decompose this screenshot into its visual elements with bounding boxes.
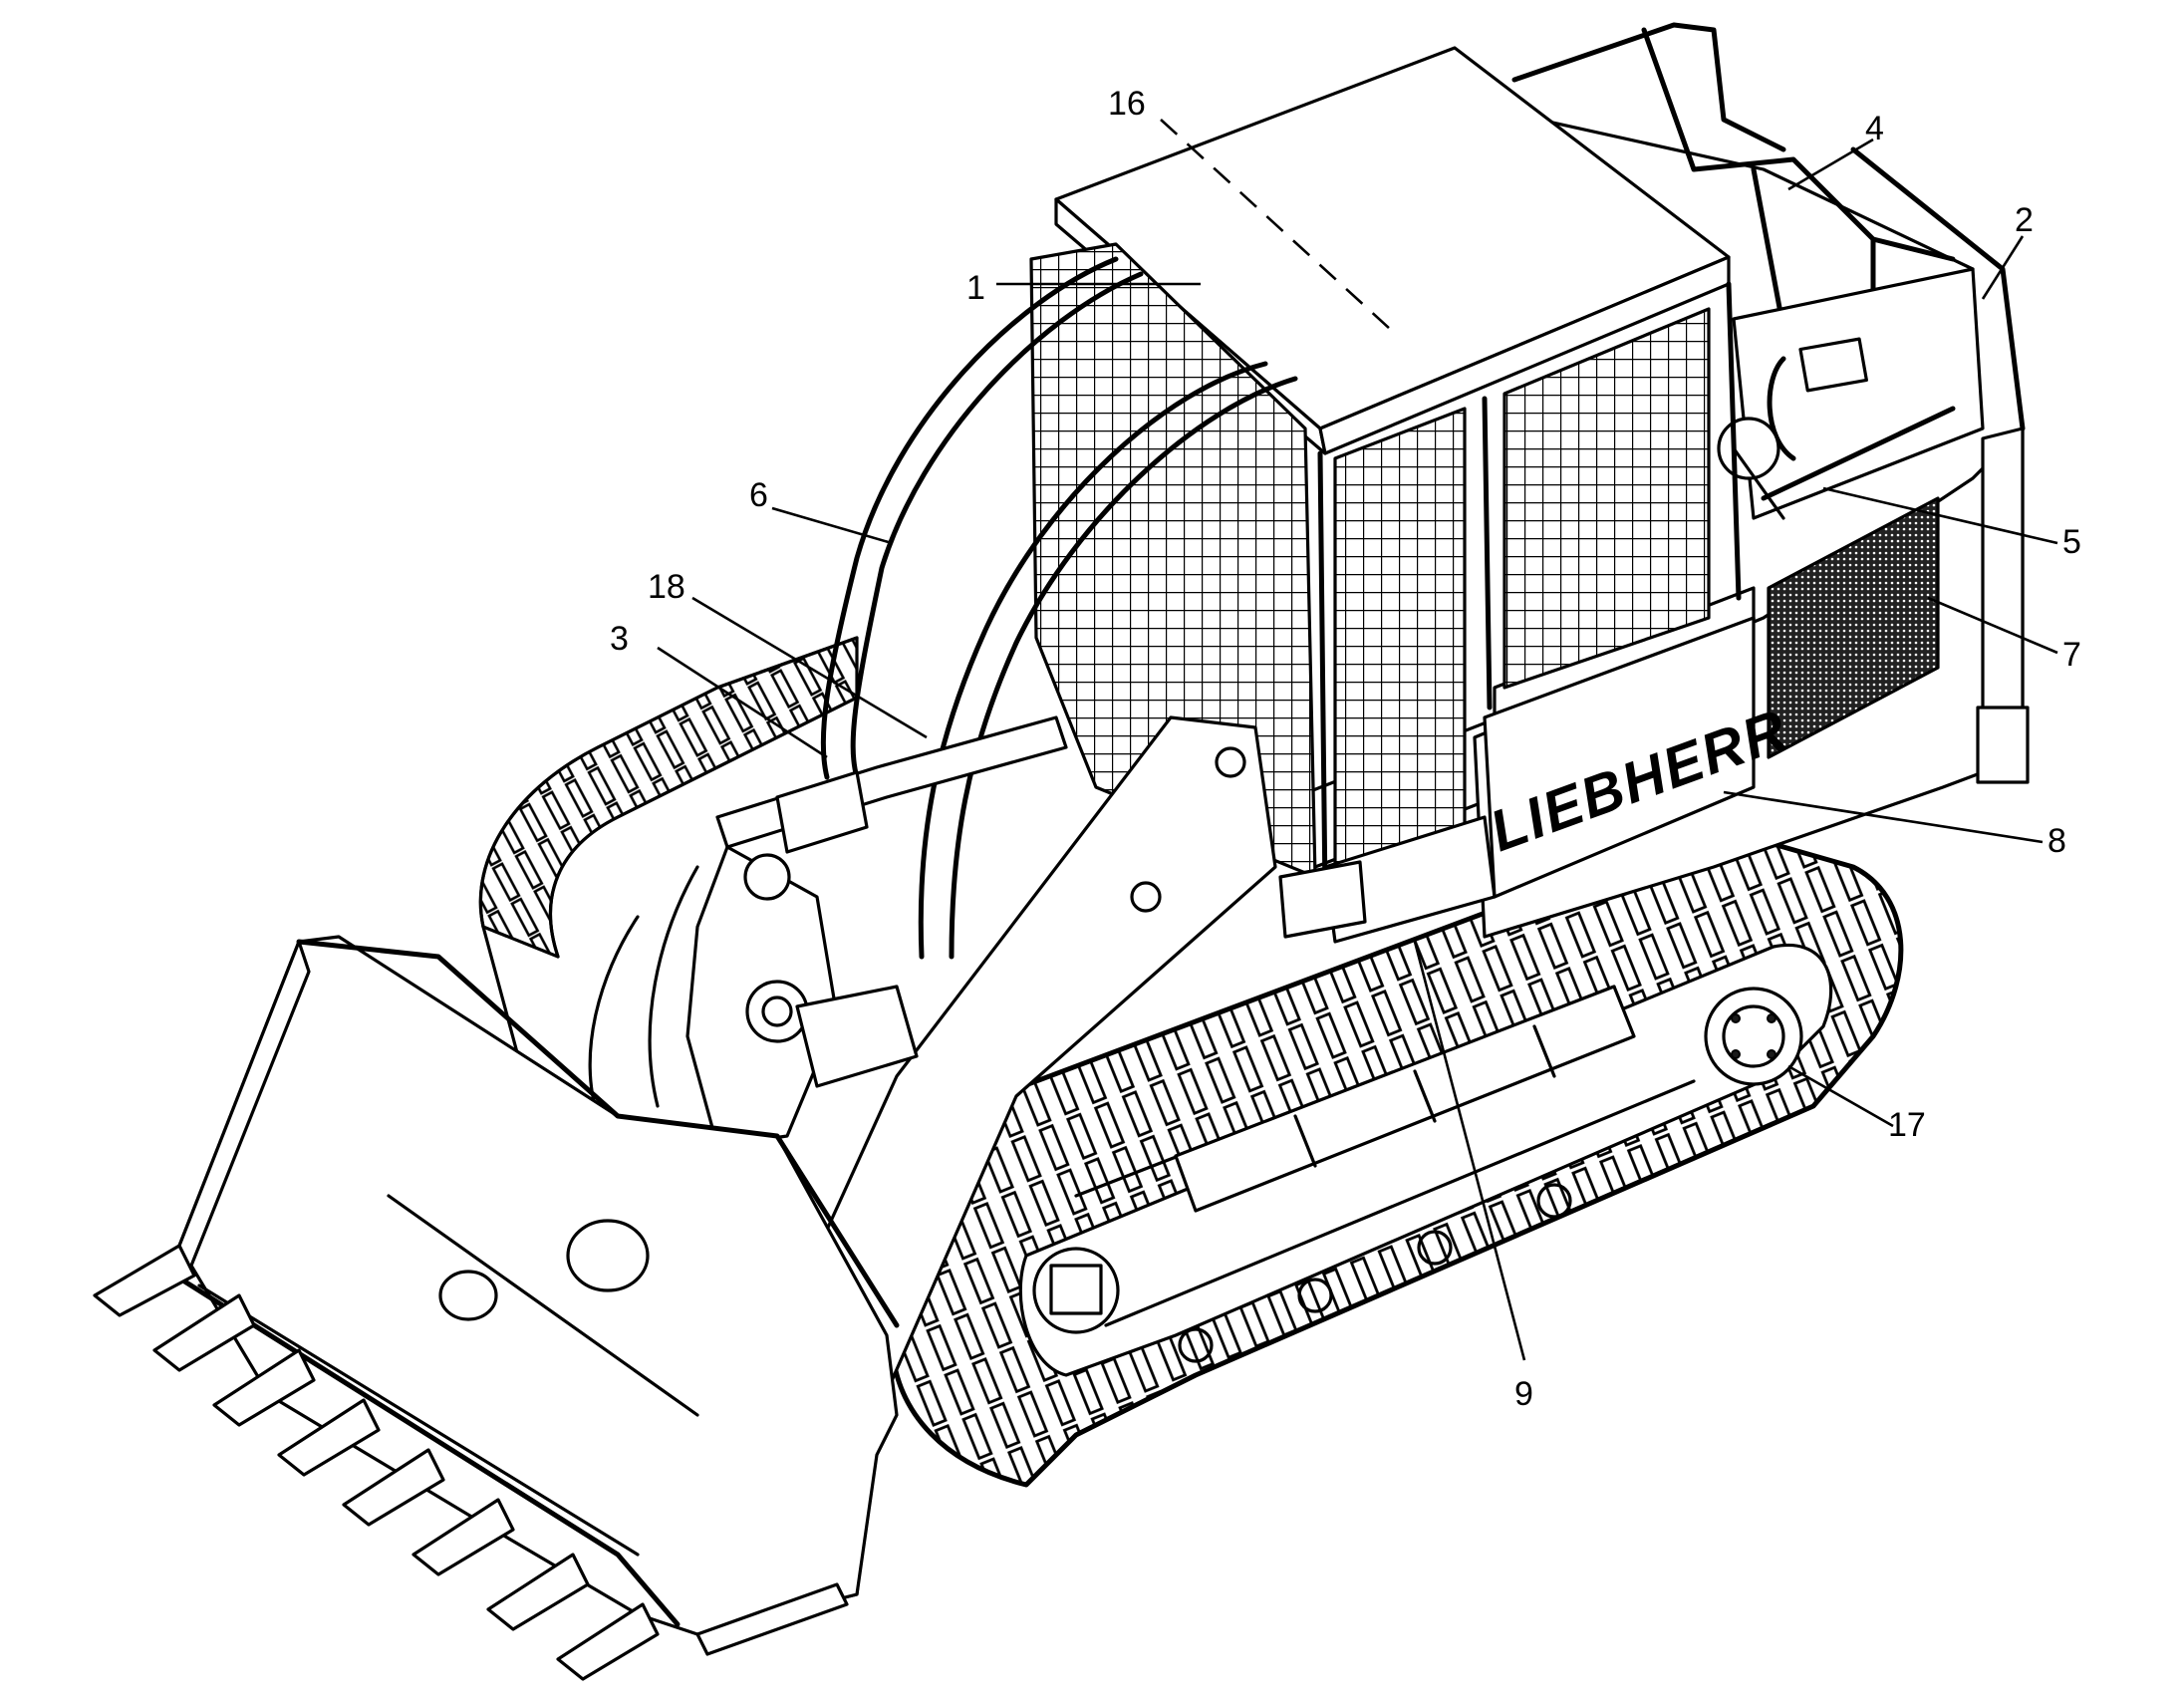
leader-lines [657,119,2058,1361]
callout-7: 7 [2062,636,2081,674]
callout-5: 5 [2062,523,2081,561]
callout-1: 1 [966,269,985,307]
callout-2: 2 [2015,201,2034,239]
callout-9: 9 [1514,1375,1533,1413]
callout-17: 17 [1888,1106,1926,1144]
front-track [889,824,1904,1488]
rops-tubes [820,256,1298,960]
bucket [93,935,900,1681]
callout-3: 3 [610,620,629,658]
radiator-grille [1767,496,1940,759]
callout-16: 16 [1108,85,1146,123]
callout-8: 8 [2048,822,2066,860]
callout-4: 4 [1865,110,1884,147]
callout-6: 6 [749,476,768,514]
bucket-teeth [93,1244,660,1681]
callout-labels: 1 2 3 4 5 6 7 8 9 16 17 18 [610,85,2081,1413]
callout-18: 18 [648,568,685,606]
